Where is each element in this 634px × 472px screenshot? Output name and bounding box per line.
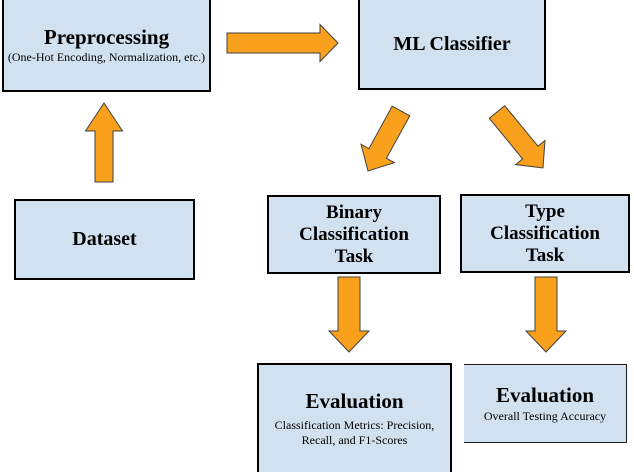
evaluation-binary-title: Evaluation — [305, 389, 404, 414]
node-evaluation-type: Evaluation Overall Testing Accuracy — [464, 364, 627, 443]
arrow-ml-classifier-to-type-task — [488, 104, 546, 169]
evaluation-binary-subtitle-line: Classification Metrics: Precision, — [274, 417, 435, 432]
arrow-binary-task-to-evaluation — [327, 276, 371, 353]
arrow-type-task-to-evaluation — [524, 276, 568, 353]
evaluation-binary-subtitle: Classification Metrics: Precision, Recal… — [275, 418, 435, 448]
preprocessing-subtitle: (One-Hot Encoding, Normalization, etc.) — [7, 50, 206, 65]
ml-classifier-title: ML Classifier — [393, 32, 511, 55]
arrow-dataset-to-preprocessing — [84, 102, 124, 183]
arrow-preprocessing-to-ml-classifier — [226, 23, 339, 63]
binary-task-title-line: Binary — [326, 201, 382, 223]
dataset-title: Dataset — [72, 228, 137, 250]
binary-task-title-line: Classification — [299, 223, 409, 245]
evaluation-type-title: Evaluation — [495, 383, 595, 408]
node-ml-classifier: ML Classifier — [358, 0, 546, 90]
node-evaluation-binary: Evaluation Classification Metrics: Preci… — [257, 363, 452, 472]
evaluation-type-subtitle: Overall Testing Accuracy — [483, 409, 607, 424]
binary-task-title-line: Task — [334, 245, 374, 267]
type-task-title-line: Task — [525, 244, 565, 266]
type-task-title-line: Classification — [490, 222, 600, 244]
arrow-ml-classifier-to-binary-task — [360, 105, 411, 172]
node-binary-classification-task: Binary Classification Task — [267, 195, 441, 274]
node-dataset: Dataset — [14, 199, 195, 280]
preprocessing-title: Preprocessing — [43, 25, 170, 50]
type-task-title-line: Type — [525, 200, 565, 222]
evaluation-binary-subtitle-line: Recall, and F1-Scores — [301, 432, 408, 447]
node-preprocessing: Preprocessing (One-Hot Encoding, Normali… — [2, 0, 211, 92]
node-type-classification-task: Type Classification Task — [460, 194, 630, 273]
